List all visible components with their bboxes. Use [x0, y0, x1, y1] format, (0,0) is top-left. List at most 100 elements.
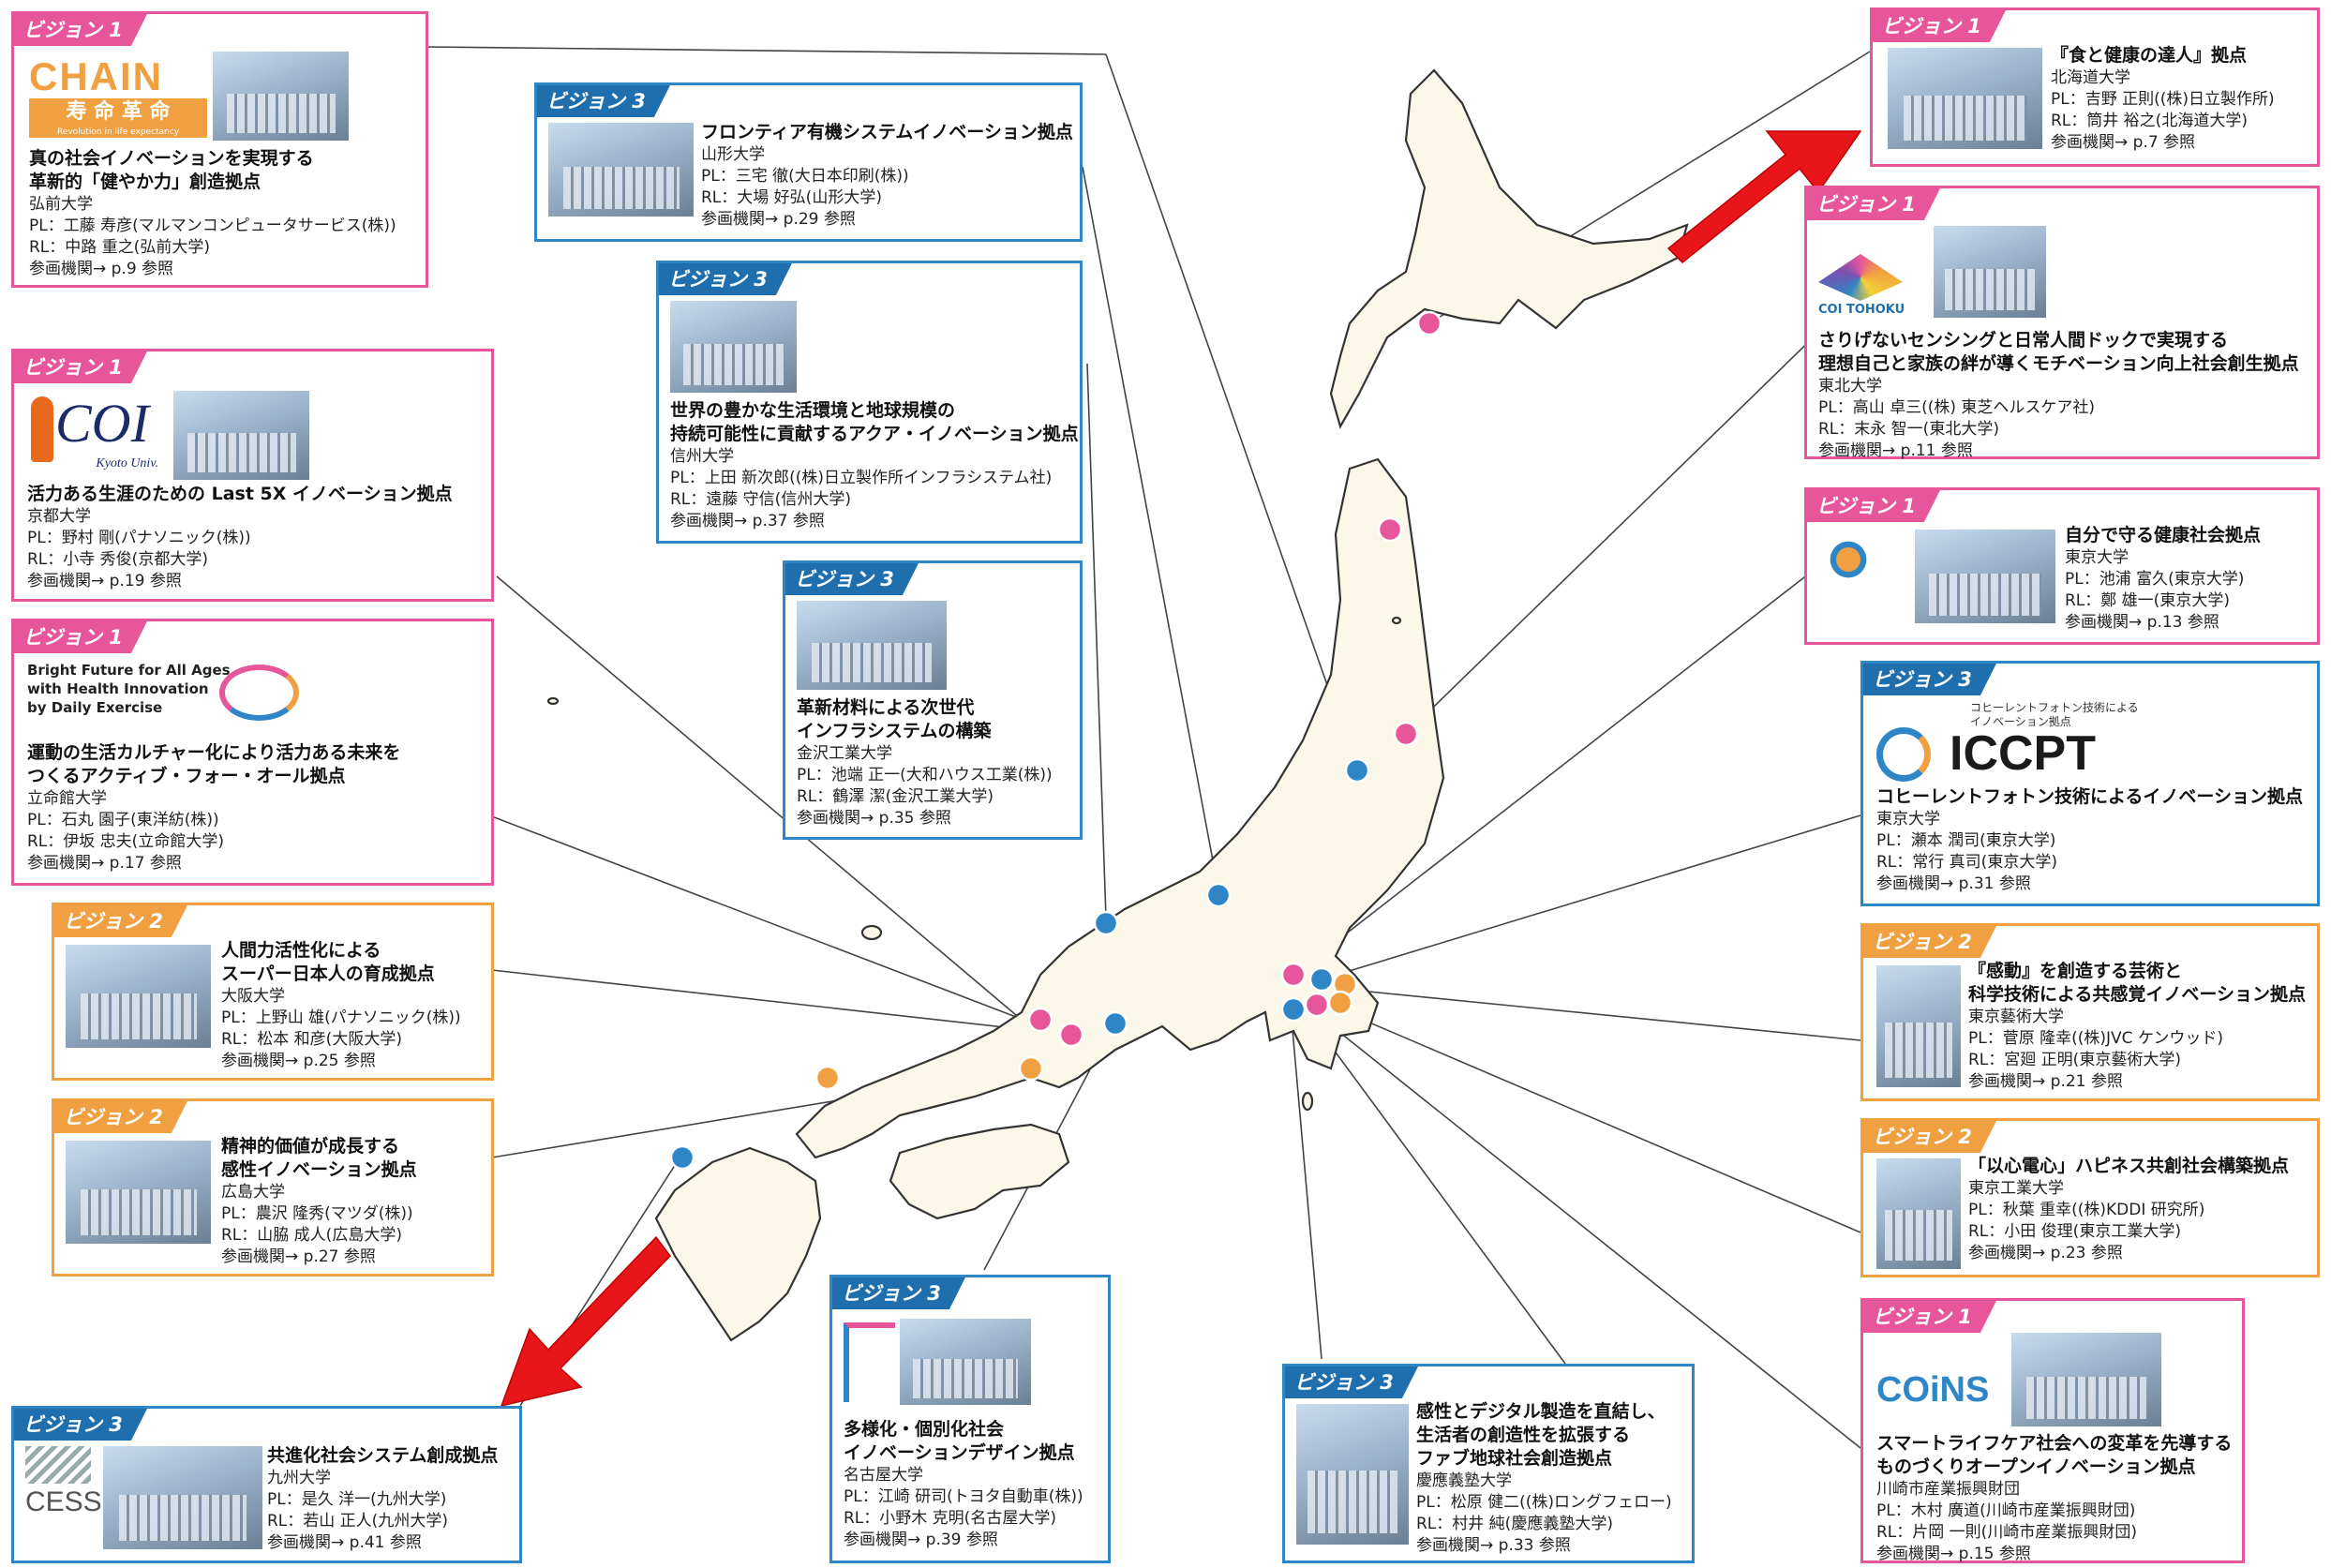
card-kanazawa[interactable]: ビジョン 3 革新材料による次世代 インフラシステムの構築 金沢工業大学 PL：… [783, 560, 1083, 840]
reference-link[interactable]: 参画機関→ p.17 参照 [27, 854, 182, 873]
card-hokkaido[interactable]: ビジョン 1 『食と健康の達人』拠点 北海道大学 PL：吉野 正則((株)日立製… [1870, 7, 2320, 167]
card-coins[interactable]: ビジョン 1 COiNS スマートライフケア社会への変革を先導する ものづくりオ… [1860, 1298, 2245, 1563]
building-photo [1915, 530, 2055, 623]
reference-link[interactable]: 参画機関→ p.35 参照 [797, 809, 951, 828]
reference-link[interactable]: 参画機関→ p.9 参照 [29, 260, 174, 278]
marker-kyushu [669, 1144, 695, 1171]
marker-hokkaido [1416, 310, 1442, 336]
ritsumei-logo-text: Bright Future for All Ages with Health I… [27, 662, 231, 716]
reference-link[interactable]: 参画機関→ p.33 参照 [1416, 1536, 1571, 1555]
university: 弘前大学 [29, 195, 93, 214]
marker-coins [1304, 992, 1330, 1018]
university: 山形大学 [701, 145, 765, 164]
vision-tag: ビジョン 1 [1807, 188, 1940, 220]
card-title: 人間力活性化による スーパー日本人の育成拠点 [221, 940, 435, 984]
reference-link[interactable]: 参画機関→ p.23 参照 [1968, 1244, 2123, 1262]
todai-logo [1820, 531, 1895, 625]
project-leader: PL：是久 洋一(九州大学) [267, 1490, 447, 1509]
research-leader: RL：伊坂 忠夫(立命館大学) [27, 832, 224, 851]
card-title: 運動の生活カルチャー化により活力ある未来を つくるアクティブ・フォー・オール拠点 [27, 742, 401, 786]
building-photo [1876, 1158, 1961, 1269]
star-logo-icon [1820, 531, 1876, 588]
research-leader: RL：末永 智一(東北大学) [1818, 420, 1999, 439]
highlight-arrows [500, 130, 1862, 1408]
reference-link[interactable]: 参画機関→ p.39 参照 [844, 1531, 998, 1549]
reference-link[interactable]: 参画機関→ p.21 参照 [1968, 1072, 2123, 1091]
research-leader: RL：若山 正人(九州大学) [267, 1512, 448, 1531]
card-shinshu[interactable]: ビジョン 3 世界の豊かな生活環境と地球規模の 持続可能性に貢献するアクア・イノ… [656, 261, 1083, 544]
card-osaka[interactable]: ビジョン 2 人間力活性化による スーパー日本人の育成拠点 大阪大学 PL：上野… [52, 903, 494, 1081]
card-iccpt[interactable]: ビジョン 3 コヒーレントフォトン技術による イノベーション拠点 ICCPT コ… [1860, 661, 2320, 906]
card-title: 感性とデジタル製造を直結し、 生活者の創造性を拡張する ファブ地球社会創造拠点 [1416, 1401, 1666, 1469]
marker-yamagata [1344, 757, 1370, 784]
card-yamagata[interactable]: ビジョン 3 フロンティア有機システムイノベーション拠点 山形大学 PL：三宅 … [534, 82, 1083, 242]
card-ritsumeikan[interactable]: ビジョン 1 Bright Future for All Ages with H… [11, 619, 494, 886]
project-leader: PL：農沢 隆秀(マツダ(株)) [221, 1204, 413, 1223]
research-leader: RL：筒井 裕之(北海道大学) [2051, 112, 2248, 130]
reference-link[interactable]: 参画機関→ p.41 参照 [267, 1533, 422, 1552]
reference-link[interactable]: 参画機関→ p.11 参照 [1818, 441, 1973, 460]
project-leader: PL：高山 卓三((株) 東芝ヘルスケア社) [1818, 398, 2096, 417]
chain-logo-kanji: 寿 命 革 命 [29, 98, 207, 127]
university: 京都大学 [27, 507, 91, 526]
cess-logo-text: CESS [25, 1486, 102, 1517]
project-leader: PL：松原 健二((株)ロングフェロー) [1416, 1493, 1672, 1512]
card-chain-hirosaki[interactable]: ビジョン 1 CHAIN 寿 命 革 命 Revolution in life … [11, 11, 428, 288]
building-photo [1888, 48, 2042, 149]
coi-person-icon [31, 396, 53, 462]
card-geidai[interactable]: ビジョン 2 『感動』を創造する芸術と 科学技術による共感覚イノベーション拠点 … [1860, 923, 2320, 1101]
project-leader: PL：池端 正一(大和ハウス工業(株)) [797, 766, 1053, 784]
coi-kyoto-logo: COI Kyoto Univ. [27, 391, 177, 480]
marker-nagoya [1102, 1010, 1128, 1037]
marker-tohoku [1393, 721, 1419, 747]
reference-link[interactable]: 参画機関→ p.37 参照 [670, 512, 825, 530]
vision-tag: ビジョン 1 [1807, 490, 1940, 522]
reference-link[interactable]: 参画機関→ p.7 参照 [2051, 133, 2196, 152]
reference-link[interactable]: 参画機関→ p.31 参照 [1876, 874, 2031, 893]
building-photo [2011, 1333, 2161, 1426]
marker-todai [1280, 962, 1307, 988]
nagoya-logo [844, 1322, 895, 1402]
reference-link[interactable]: 参画機関→ p.25 参照 [221, 1052, 376, 1070]
arrow-to-kyushu [500, 1235, 671, 1408]
reference-link[interactable]: 参画機関→ p.27 参照 [221, 1247, 376, 1266]
card-cess-kyushu[interactable]: ビジョン 3 CESS 共進化社会システム創成拠点 九州大学 PL：是久 洋一(… [11, 1406, 522, 1563]
marker-titech [1327, 990, 1353, 1016]
card-todai-health[interactable]: ビジョン 1 自分で守る健康社会拠点 東京大学 PL：池浦 富久(東京大学) R… [1804, 487, 2320, 645]
vision-tag: ビジョン 1 [14, 621, 147, 653]
iccpt-logo-text: ICCPT [1950, 726, 2096, 781]
vision-tag: ビジョン 1 [14, 351, 147, 383]
university: 東北大学 [1818, 377, 1882, 396]
chain-logo-sub: Revolution in life expectancy [29, 127, 207, 138]
card-nagoya[interactable]: ビジョン 3 多様化・個別化社会 イノベーションデザイン拠点 名古屋大学 PL：… [829, 1275, 1111, 1563]
vision-tag: ビジョン 1 [1863, 1301, 1996, 1333]
reference-link[interactable]: 参画機関→ p.13 参照 [2065, 613, 2219, 632]
marker-hiroshima [814, 1065, 841, 1091]
card-titech[interactable]: ビジョン 2 「以心電心」ハピネス共創社会構築拠点 東京工業大学 PL：秋葉 重… [1860, 1118, 2320, 1277]
building-photo [213, 52, 349, 141]
card-keio[interactable]: ビジョン 3 感性とデジタル製造を直結し、 生活者の創造性を拡張する ファブ地球… [1282, 1364, 1695, 1563]
card-tohoku[interactable]: ビジョン 1 COI TOHOKU さりげないセンシングと日常人間ドックで実現す… [1804, 186, 2320, 460]
reference-link[interactable]: 参画機関→ p.19 参照 [27, 572, 182, 590]
building-photo [900, 1319, 1031, 1405]
card-title: 『感動』を創造する芸術と 科学技術による共感覚イノベーション拠点 [1968, 961, 2307, 1005]
coi-logo-sub: Kyoto Univ. [96, 456, 158, 470]
card-title: 自分で守る健康社会拠点 [2065, 525, 2262, 545]
card-title: 多様化・個別化社会 イノベーションデザイン拠点 [844, 1419, 1075, 1463]
marker-hirosaki [1377, 516, 1403, 543]
card-title: 活力ある生涯のための Last 5X イノベーション拠点 [27, 484, 453, 504]
research-leader: RL：常行 真司(東京大学) [1876, 853, 2057, 872]
reference-link[interactable]: 参画機関→ p.29 参照 [701, 210, 856, 229]
reference-link[interactable]: 参画機関→ p.15 参照 [1876, 1545, 2031, 1563]
research-leader: RL：村井 純(慶應義塾大学) [1416, 1515, 1613, 1533]
vision-tag: ビジョン 2 [54, 1101, 187, 1133]
coi-tohoku-logo-text: COI TOHOKU [1818, 303, 1905, 317]
card-coi-kyoto[interactable]: ビジョン 1 COI Kyoto Univ. 活力ある生涯のための Last 5… [11, 349, 494, 602]
university: 慶應義塾大学 [1416, 1471, 1512, 1490]
chain-logo: CHAIN 寿 命 革 命 Revolution in life expecta… [29, 55, 207, 138]
cess-logo: CESS [25, 1446, 102, 1549]
marker-ritsumei [1058, 1022, 1084, 1048]
card-hiroshima[interactable]: ビジョン 2 精神的価値が成長する 感性イノベーション拠点 広島大学 PL：農沢… [52, 1098, 494, 1277]
marker-osaka [1018, 1055, 1044, 1082]
marker-keio [1280, 996, 1307, 1023]
